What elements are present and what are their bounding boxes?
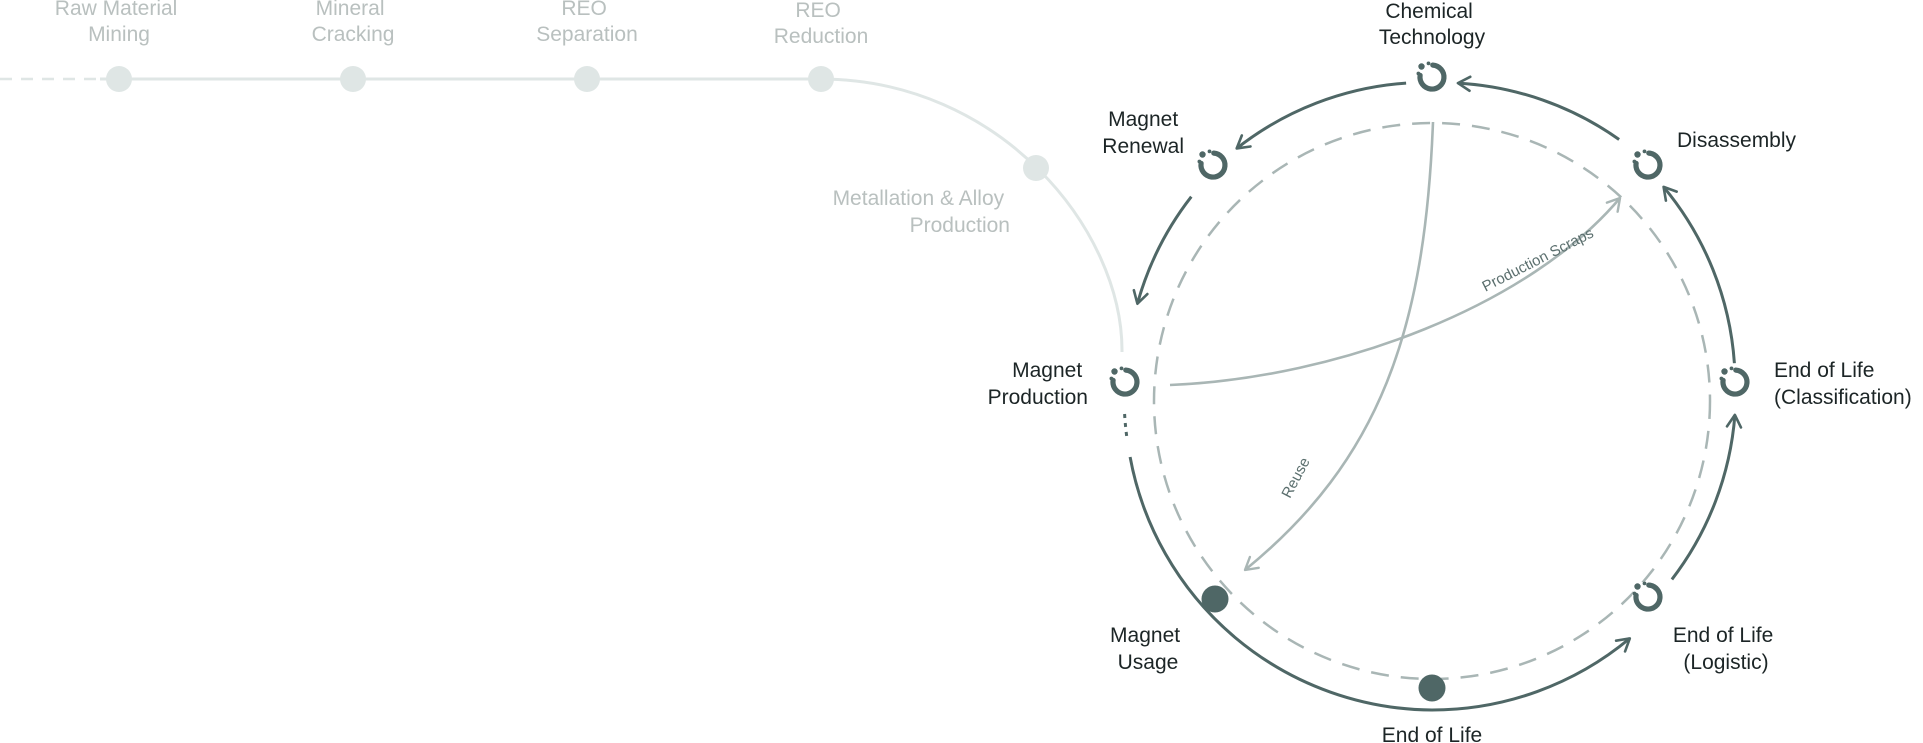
arc-magnet-production-to-end-of-life (1128, 456, 1433, 712)
inner-dashed-ring (1152, 121, 1712, 681)
arc-chemical-technology-to-magnet-renewal (1235, 81, 1407, 150)
cycle-labels: Chemical Technology Disassembly End of L… (988, 0, 1912, 743)
cross-flows (1169, 121, 1622, 572)
arc-classification-to-disassembly (1662, 185, 1736, 364)
production-scraps-arrow (1169, 196, 1622, 387)
chemical-technology-label: Chemical Technology (1379, 0, 1486, 49)
reuse-label: Reuse (1278, 455, 1313, 501)
cycle-ring (1123, 75, 1743, 712)
magnet-production-node (1109, 366, 1141, 398)
mineral-cracking-label: Mineral Cracking (312, 0, 395, 46)
mineral-cracking-node (340, 66, 366, 92)
production-scraps-label: Production Scraps (1479, 225, 1596, 296)
reuse-arrow (1243, 121, 1435, 572)
end-of-life-classification-node (1719, 366, 1751, 398)
end-of-life-label: End of Life (1382, 724, 1482, 743)
raw-material-mining-node (106, 66, 132, 92)
magnet-production-label: Magnet Production (988, 359, 1088, 409)
magnet-usage-label: Magnet Usage (1110, 624, 1186, 674)
metallation-alloy-production-label: Metallation & Alloy Production (833, 187, 1010, 237)
cycle-nodes (1109, 61, 1751, 702)
arc-disassembly-to-chemical-technology (1456, 75, 1620, 141)
arc-end-of-life-to-logistic (1431, 637, 1632, 712)
reo-reduction-node (808, 66, 834, 92)
end-of-life-node (1418, 674, 1446, 702)
metallation-alloy-production-node (1023, 155, 1049, 181)
magnet-renewal-node (1197, 149, 1229, 181)
end-of-life-logistic-node (1632, 581, 1664, 613)
reo-reduction-label: REO Reduction (774, 0, 869, 48)
reo-separation-node (574, 66, 600, 92)
end-of-life-classification-label: End of Life (Classification) (1774, 359, 1912, 409)
disassembly-label: Disassembly (1677, 129, 1797, 152)
recycle-node-icon (1719, 366, 1751, 398)
recycle-node-icon (1109, 366, 1141, 398)
recycle-node-icon (1632, 581, 1664, 613)
recycle-node-icon (1416, 61, 1448, 93)
recycle-node-icon (1197, 149, 1229, 181)
arc-logistic-to-classification (1670, 413, 1743, 581)
disassembly-node (1632, 149, 1664, 181)
recycle-node-icon (1632, 149, 1664, 181)
end-of-life-logistic-label: End of Life (Logistic) (1673, 624, 1779, 674)
arc-magnet-production-stub (1123, 413, 1129, 440)
magnet-renewal-label: Magnet Renewal (1102, 108, 1184, 158)
magnet-usage-node (1201, 585, 1229, 613)
raw-material-mining-label: Raw Material Mining (55, 0, 183, 46)
arc-magnet-renewal-to-magnet-production (1132, 195, 1193, 305)
supply-chain: Raw Material Mining Mineral Cracking REO… (0, 0, 1124, 353)
reo-separation-label: REO Separation (536, 0, 638, 46)
chemical-technology-node (1416, 61, 1448, 93)
